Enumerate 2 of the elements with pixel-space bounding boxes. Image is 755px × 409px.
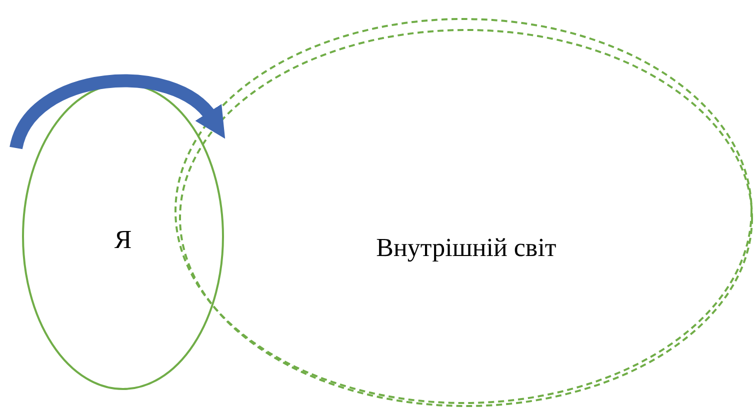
node-label: Я <box>114 224 132 255</box>
region-label: Внутрішній світ <box>376 232 556 262</box>
